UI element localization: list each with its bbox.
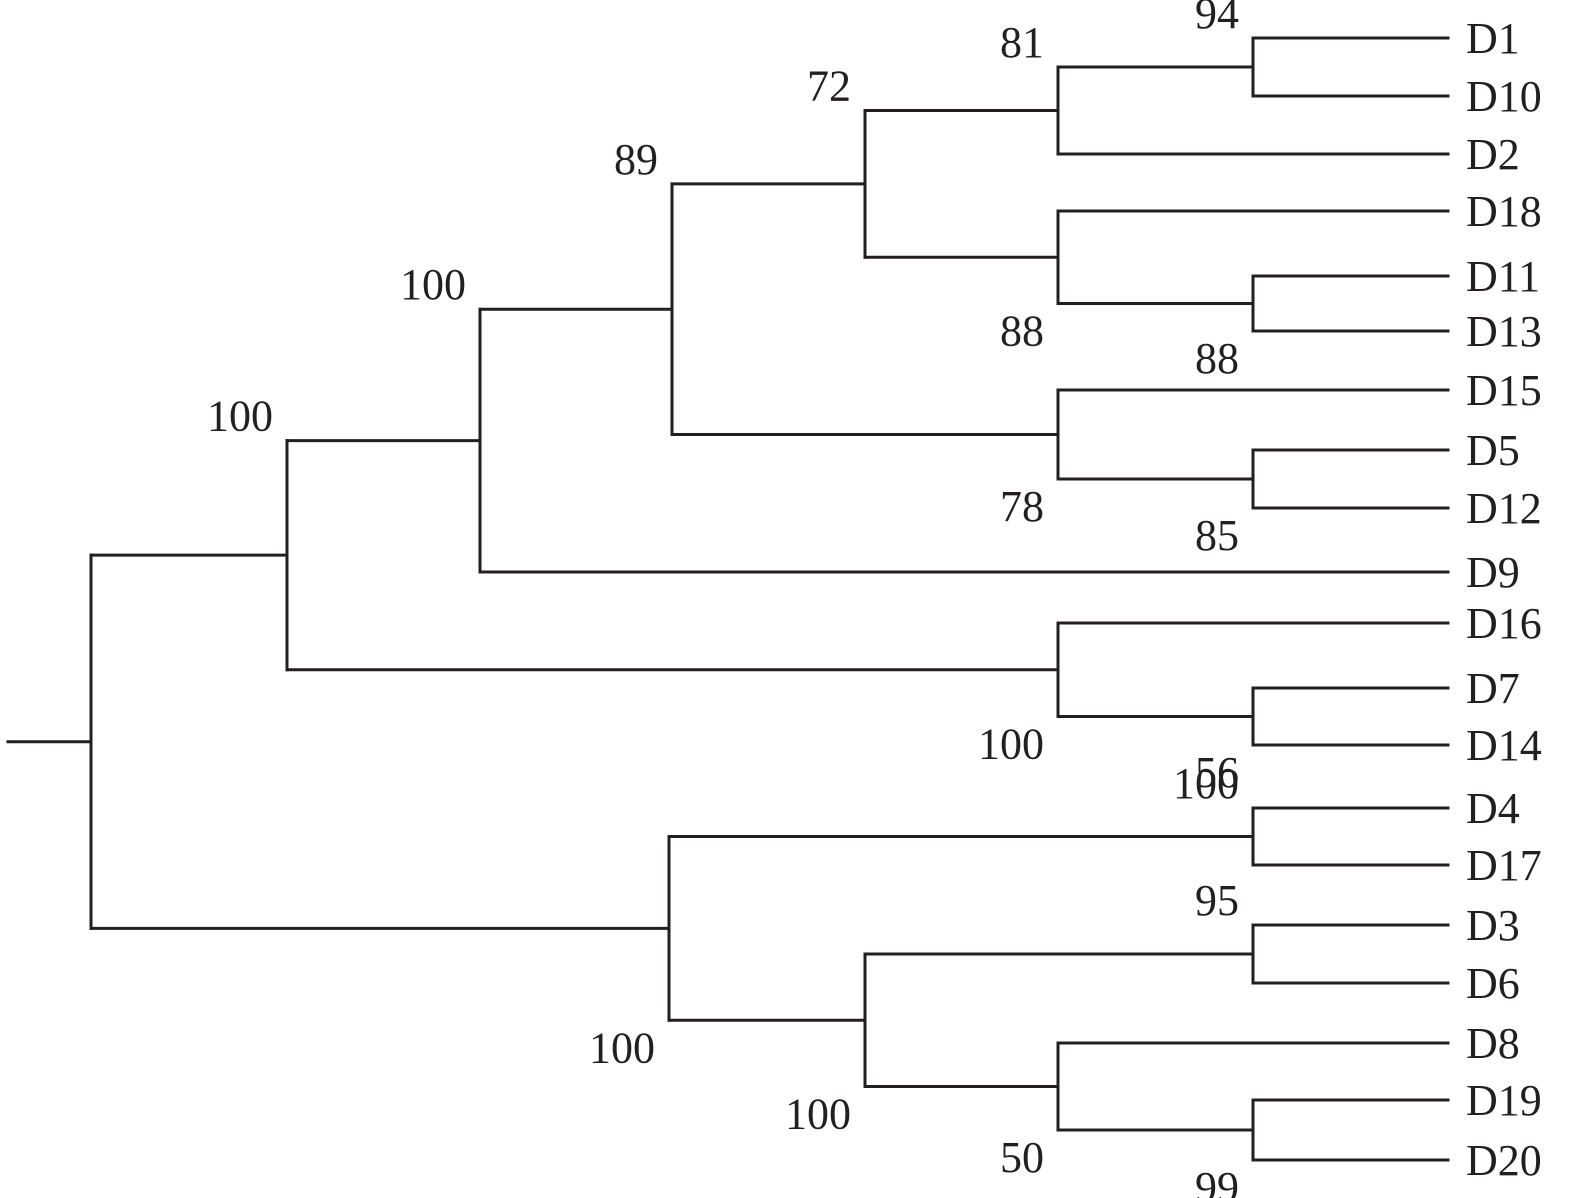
leaf-label-D19: D19 bbox=[1466, 1076, 1542, 1125]
support-value-n4: 88 bbox=[1000, 307, 1044, 356]
leaf-label-D13: D13 bbox=[1466, 307, 1542, 356]
leaf-label-D9: D9 bbox=[1466, 548, 1520, 597]
support-value-n12: 100 bbox=[207, 392, 273, 441]
leaf-label-D12: D12 bbox=[1466, 484, 1542, 533]
leaf-label-D14: D14 bbox=[1466, 721, 1542, 770]
support-value-n1: 94 bbox=[1195, 0, 1239, 38]
leaf-label-D20: D20 bbox=[1466, 1136, 1542, 1185]
leaf-label-D1: D1 bbox=[1466, 14, 1520, 63]
support-value-n8: 89 bbox=[614, 135, 658, 184]
leaf-label-D8: D8 bbox=[1466, 1019, 1520, 1068]
support-value-n16: 50 bbox=[1000, 1133, 1044, 1182]
leaf-label-D18: D18 bbox=[1466, 187, 1542, 236]
support-value-n9: 100 bbox=[400, 260, 466, 309]
leaf-label-D3: D3 bbox=[1466, 901, 1520, 950]
support-value-n7: 78 bbox=[1000, 482, 1044, 531]
support-value-n15: 99 bbox=[1195, 1163, 1239, 1198]
leaf-label-D6: D6 bbox=[1466, 959, 1520, 1008]
support-value-n11: 100 bbox=[978, 720, 1044, 769]
support-value-n13: 100 bbox=[1173, 759, 1239, 808]
support-value-n2: 81 bbox=[1000, 18, 1044, 67]
leaf-label-D17: D17 bbox=[1466, 841, 1542, 890]
support-value-n17: 100 bbox=[785, 1090, 851, 1139]
leaf-label-D11: D11 bbox=[1466, 252, 1540, 301]
support-value-n18: 100 bbox=[589, 1023, 655, 1072]
support-value-n3: 88 bbox=[1195, 334, 1239, 383]
leaf-label-D5: D5 bbox=[1466, 426, 1520, 475]
leaf-label-D7: D7 bbox=[1466, 664, 1520, 713]
leaf-label-D15: D15 bbox=[1466, 366, 1542, 415]
support-value-n10: 56 bbox=[1195, 748, 1239, 797]
leaf-label-D16: D16 bbox=[1466, 599, 1542, 648]
leaf-label-D2: D2 bbox=[1466, 130, 1520, 179]
support-value-n5: 72 bbox=[807, 62, 851, 111]
leaf-label-D4: D4 bbox=[1466, 784, 1520, 833]
leaf-label-D10: D10 bbox=[1466, 72, 1542, 121]
support-value-n6: 85 bbox=[1195, 511, 1239, 560]
support-value-n14: 95 bbox=[1195, 876, 1239, 925]
